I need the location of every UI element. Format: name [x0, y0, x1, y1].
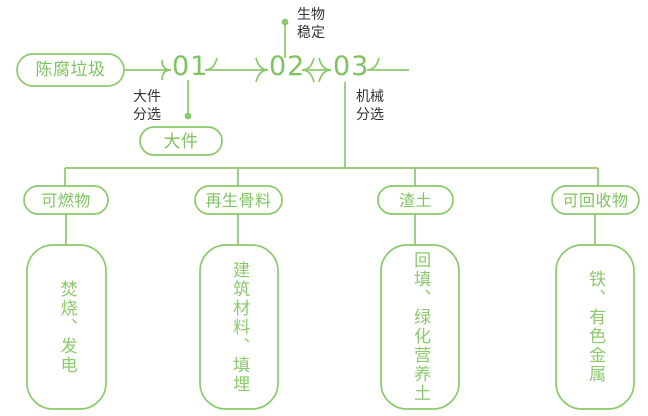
source-pill-label: 陈腐垃圾: [35, 60, 106, 80]
bulky-pill-label: 大件: [163, 132, 199, 152]
step-number-02: 02: [269, 51, 306, 82]
step-annotation-03: 机械 分选: [356, 89, 384, 124]
detail-text-1: 焚烧、发电: [56, 279, 77, 375]
branch-pill-label-1: 可燃物: [41, 191, 91, 210]
step-number-01: 01: [172, 51, 209, 82]
step1-bracket-left-lower: [161, 69, 172, 81]
detail-text-4: 铁、有色金属: [585, 270, 606, 384]
step-annotation-02: 生物 稳定: [297, 7, 325, 42]
bulky-connector-dot: [184, 112, 192, 120]
step2-bracket-left-lower: [255, 69, 269, 83]
step3-bracket-left-lower: [318, 69, 332, 83]
detail-box-4-outline: [555, 244, 635, 410]
step-number-03: 03: [333, 51, 370, 82]
detail-text-2: 建筑材料、填埋: [229, 260, 250, 394]
branch-pill-label-3: 渣土: [398, 191, 432, 210]
step-annotation-01: 大件 分选: [133, 89, 161, 124]
step1-bracket-left: [161, 59, 172, 71]
detail-box-1-outline: [26, 244, 107, 410]
detail-box-2-outline: [199, 244, 279, 410]
detail-text-3: 回填、绿化营养土: [410, 251, 431, 403]
bulky-pill-outline: [139, 126, 223, 156]
bio-connector-dot: [281, 18, 289, 26]
step3-bracket-left: [318, 57, 332, 71]
branch-pill-label-4: 可回收物: [562, 191, 629, 210]
branch-pill-label-2: 再生骨料: [205, 191, 272, 210]
step2-bracket-left: [255, 57, 269, 71]
detail-box-3-outline: [380, 244, 460, 410]
